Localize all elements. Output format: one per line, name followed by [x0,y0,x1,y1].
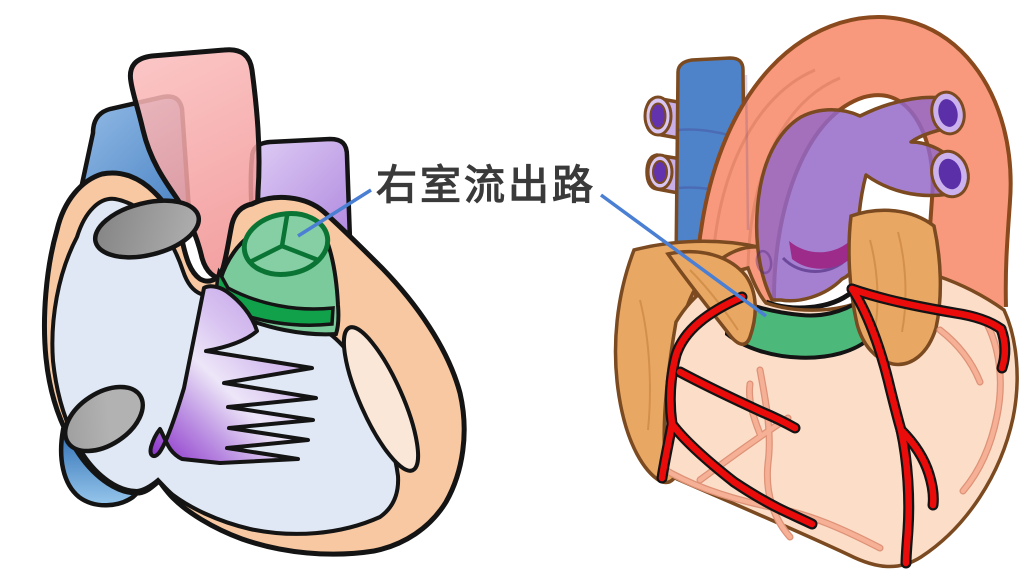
atrium-surface-line [639,299,651,431]
lpa-lumen [938,99,958,127]
pulmonary-valve-leaflet-lines [247,213,321,265]
left-ventricle-cavity [341,325,421,473]
appendage-crease [689,269,739,331]
pulmonary-valve-sinus [789,238,853,269]
coronary-arteries [656,283,1011,569]
pulmonary-vein-lumen [649,102,667,130]
pulmonary-trunk [754,95,957,311]
right-atrial-appendage [665,249,757,346]
leader-line-right [599,193,768,318]
svc-opening [92,198,202,260]
ivc-opening [63,384,145,454]
rvot-label: 右室流出路 [376,162,596,208]
lpa-lumen [938,158,962,190]
annotation-leaders [297,188,768,318]
left-pulmonary-artery-openings [930,90,970,199]
heart-external-diagram [613,15,1019,569]
trunk-detail-oval [755,249,773,275]
pulmonary-vein-lumen [652,160,668,184]
heart-cross-section-diagram [41,47,467,557]
leader-line-left [297,188,372,238]
svc-edge-through-aorta [744,74,750,231]
tricuspid-valve-funnel [148,284,318,465]
